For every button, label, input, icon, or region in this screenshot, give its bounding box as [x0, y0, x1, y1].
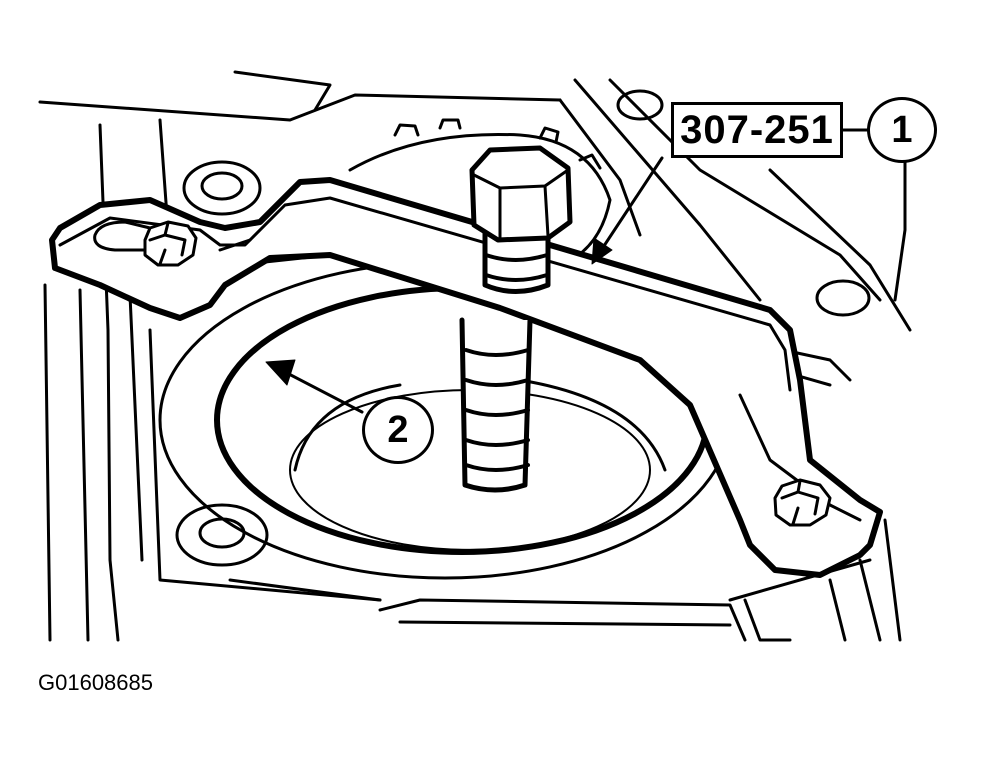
leader-lines: [283, 128, 869, 414]
figure-id: G01608685: [38, 670, 153, 695]
tool-bridge: [49, 177, 883, 578]
forcing-screw: [459, 145, 573, 493]
callout-2: 2: [362, 396, 434, 464]
casting-bosses: [175, 89, 871, 567]
arrowhead-seal: [265, 359, 296, 386]
arrowhead-tool: [591, 237, 613, 265]
callout-1: 1: [867, 97, 937, 163]
tool-number-label: 307-251: [671, 102, 843, 158]
left-bolt: [143, 220, 198, 267]
transmission-housing: [38, 70, 912, 642]
arrowheads: [265, 237, 613, 386]
right-bolt: [773, 478, 832, 527]
splined-shaft: [348, 118, 612, 267]
